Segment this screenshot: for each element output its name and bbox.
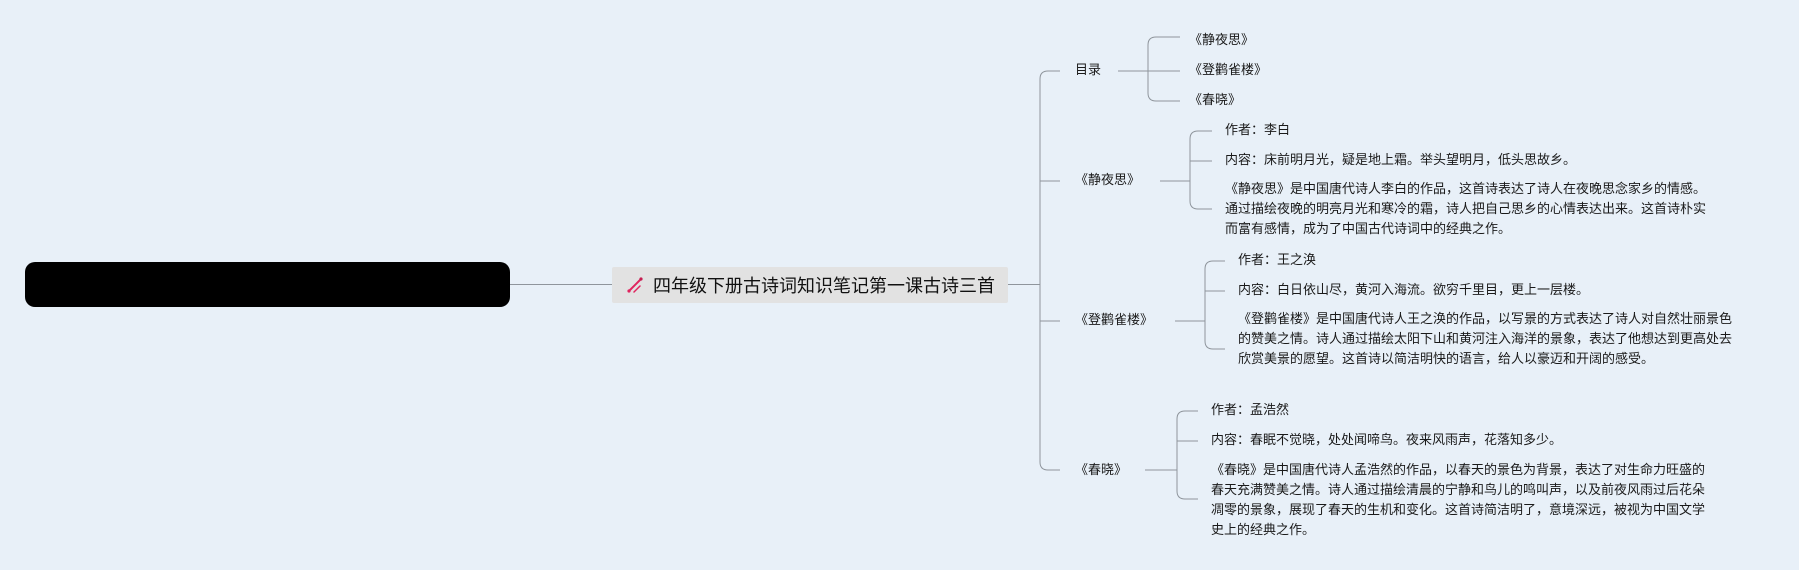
branch-dengquelou[interactable]: 《登鹳雀楼》 (1075, 313, 1154, 328)
chunxiao-author[interactable]: 作者：孟浩然 (1211, 403, 1290, 418)
jingyesi-content[interactable]: 内容：床前明月光，疑是地上霜。举头望明月，低头思故乡。 (1225, 153, 1577, 168)
branch-jingyesi[interactable]: 《静夜思》 (1075, 173, 1141, 188)
root-title: 四年级下册古诗词知识笔记第一课古诗三首 (653, 276, 995, 297)
toc-item-dengquelou[interactable]: 《登鹳雀楼》 (1189, 63, 1268, 78)
root-topic[interactable]: 四年级下册古诗词知识笔记第一课古诗三首 (612, 267, 1008, 303)
jingyesi-author[interactable]: 作者：李白 (1225, 123, 1291, 138)
dengquelou-content[interactable]: 内容：白日依山尽，黄河入海流。欲穷千里目，更上一层楼。 (1238, 283, 1590, 298)
branch-chunxiao[interactable]: 《春晓》 (1075, 463, 1128, 478)
jingyesi-desc[interactable]: 《静夜思》是中国唐代诗人李白的作品，这首诗表达了诗人在夜晚思念家乡的情感。通过描… (1225, 182, 1707, 237)
branch-toc[interactable]: 目录 (1075, 63, 1102, 78)
pen-icon (627, 277, 643, 293)
dengquelou-author[interactable]: 作者：王之涣 (1238, 253, 1317, 268)
redacted-bar (25, 262, 510, 307)
toc-item-chunxiao[interactable]: 《春晓》 (1189, 93, 1242, 108)
toc-item-jingyesi[interactable]: 《静夜思》 (1189, 33, 1255, 48)
dengquelou-desc[interactable]: 《登鹳雀楼》是中国唐代诗人王之涣的作品，以写景的方式表达了诗人对自然壮丽景色的赞… (1238, 312, 1733, 367)
chunxiao-content[interactable]: 内容：春眠不觉晓，处处闻啼鸟。夜来风雨声，花落知多少。 (1211, 433, 1563, 448)
chunxiao-desc[interactable]: 《春晓》是中国唐代诗人孟浩然的作品，以春天的景色为背景，表达了对生命力旺盛的春天… (1211, 463, 1706, 538)
